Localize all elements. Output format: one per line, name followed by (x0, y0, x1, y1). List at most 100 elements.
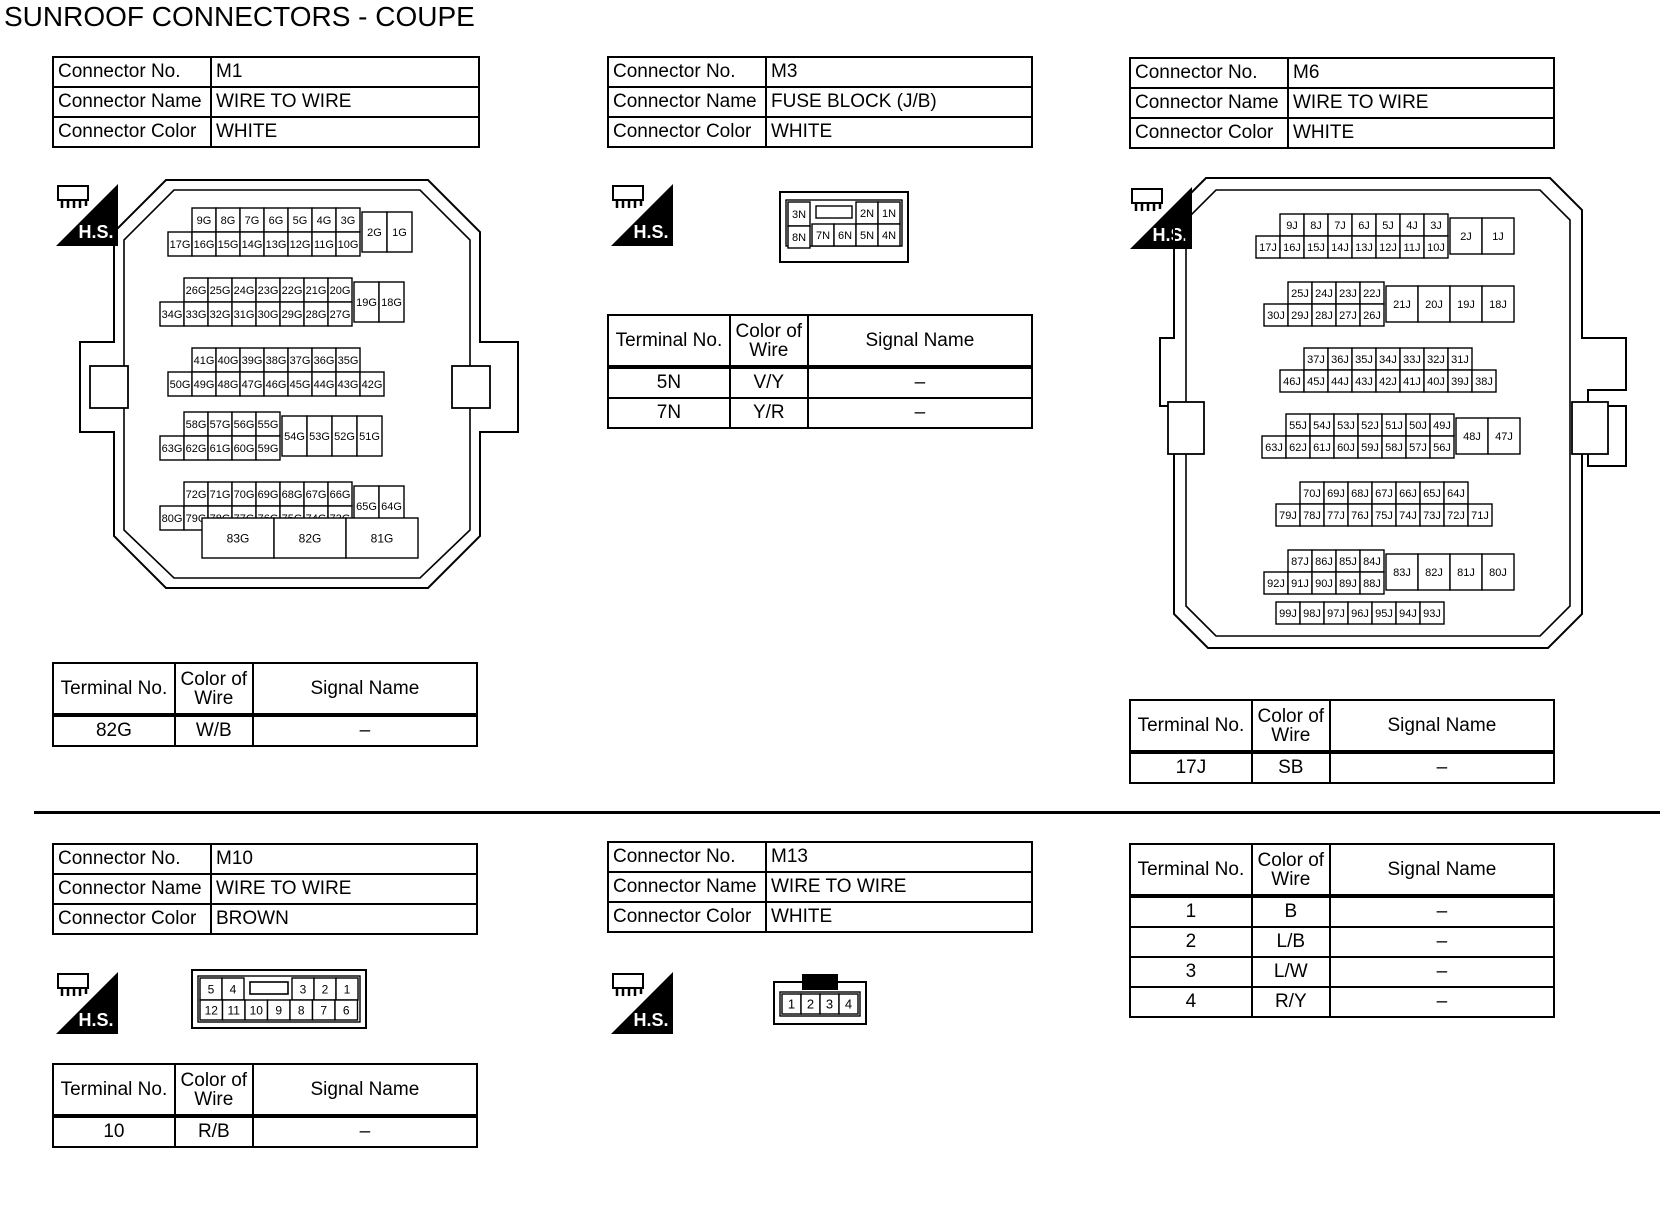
pin-label: 1 (788, 997, 795, 1012)
pin-label: 61J (1313, 442, 1331, 454)
pin-label: 24J (1315, 288, 1333, 300)
pin-label: 60G (234, 443, 255, 455)
pin-label: 41J (1403, 376, 1421, 388)
terminal-no-header: Terminal No. (52, 1063, 176, 1118)
pin-label: 84J (1363, 556, 1381, 568)
pin-label: 54G (284, 431, 305, 443)
hs-connector-icon: H.S. (607, 968, 673, 1034)
pin-label: 31G (234, 309, 255, 321)
pin-label: 38G (266, 355, 287, 367)
pin-cell (359, 371, 385, 397)
pin-label: 8N (792, 232, 806, 244)
pin-label: 4G (317, 215, 332, 227)
connector-no-label: Connector No. (52, 843, 212, 875)
pin-cell (215, 231, 241, 257)
pin-cell (378, 281, 405, 323)
pin-label: 7N (816, 230, 830, 242)
pin-label: 3 (300, 982, 307, 996)
pin-label: 78J (1303, 510, 1321, 522)
connector-lock-tab (802, 974, 838, 990)
pin-label: 11J (1404, 242, 1421, 254)
connector-no-value: M6 (1287, 57, 1555, 89)
pin-label: 30G (258, 309, 279, 321)
connector-pins-icon (60, 200, 88, 208)
pin-cell (263, 207, 289, 233)
pin-cell (353, 281, 380, 323)
hs-label: H.S. (78, 1010, 113, 1030)
pin-label: 85J (1339, 556, 1357, 568)
pin-label: 74J (1399, 510, 1417, 522)
pin-cell (231, 277, 257, 303)
pin-label: 38J (1475, 376, 1493, 388)
connector-pins-icon (615, 988, 643, 996)
connector-name-label: Connector Name (52, 86, 212, 118)
pin-label: 89J (1339, 578, 1357, 590)
pin-label: 46G (266, 379, 287, 391)
connector-plug-icon (612, 185, 644, 201)
pin-label: 95J (1375, 608, 1393, 620)
pin-label: 70G (234, 489, 255, 501)
pin-label: 19J (1457, 299, 1475, 311)
pin-label: 71G (210, 489, 231, 501)
pin-label: 68J (1351, 488, 1369, 500)
signal-name-header: Signal Name (251, 1063, 479, 1118)
pin-label: 82J (1425, 567, 1443, 579)
pin-label: 72G (186, 489, 207, 501)
pin-label: 49J (1433, 420, 1451, 432)
hs-connector-icon: H.S. (607, 180, 673, 246)
connector-color-label: Connector Color (1129, 117, 1289, 149)
pin-label: 55G (258, 419, 279, 431)
pin-label: 50G (170, 379, 191, 391)
pin-label: 60J (1337, 442, 1355, 454)
pin-cell (239, 231, 265, 257)
pin-label: 45G (290, 379, 311, 391)
pin-label: 64J (1447, 488, 1465, 500)
pin-label: 79G (186, 513, 207, 525)
connector-color-value: WHITE (765, 116, 1033, 148)
pin-label: 13G (266, 239, 287, 251)
pin-label: 67G (306, 489, 327, 501)
pin-label: 15G (218, 239, 239, 251)
pin-label: 63J (1265, 442, 1283, 454)
pin-label: 15J (1307, 242, 1325, 254)
pin-label: 43G (338, 379, 359, 391)
pin-label: 13J (1355, 242, 1373, 254)
pin-label: 8J (1310, 220, 1322, 232)
signal-name-header: Signal Name (806, 314, 1034, 369)
pin-label: 10 (250, 1003, 264, 1017)
pin-label: 2 (807, 997, 814, 1012)
pin-label: 4J (1406, 220, 1418, 232)
pin-label: 94J (1399, 608, 1417, 620)
pin-label: 92J (1267, 578, 1285, 590)
section-divider (34, 811, 1660, 814)
pin-cell (279, 277, 305, 303)
pin-label: 8 (298, 1003, 305, 1017)
pin-label: 44J (1331, 376, 1349, 388)
pin-label: 19G (356, 297, 377, 309)
pin-label: 79J (1279, 510, 1297, 522)
terminal-no-header: Terminal No. (52, 662, 176, 717)
pin-label: 25G (210, 285, 231, 297)
pin-label: 40G (218, 355, 239, 367)
pin-label: 10J (1427, 242, 1445, 254)
pin-label: 57G (210, 419, 231, 431)
pin-label: 46J (1283, 376, 1301, 388)
pin-label: 14G (242, 239, 263, 251)
pin-label: 65G (356, 501, 377, 513)
pin-label: 80G (162, 513, 183, 525)
connector-name-value: WIRE TO WIRE (1287, 87, 1555, 119)
pin-label: 18G (381, 297, 402, 309)
connector-plug-icon (612, 973, 644, 989)
pin-label: 32J (1427, 354, 1445, 366)
connector-color-value: BROWN (210, 903, 478, 935)
pin-label: 36J (1331, 354, 1349, 366)
